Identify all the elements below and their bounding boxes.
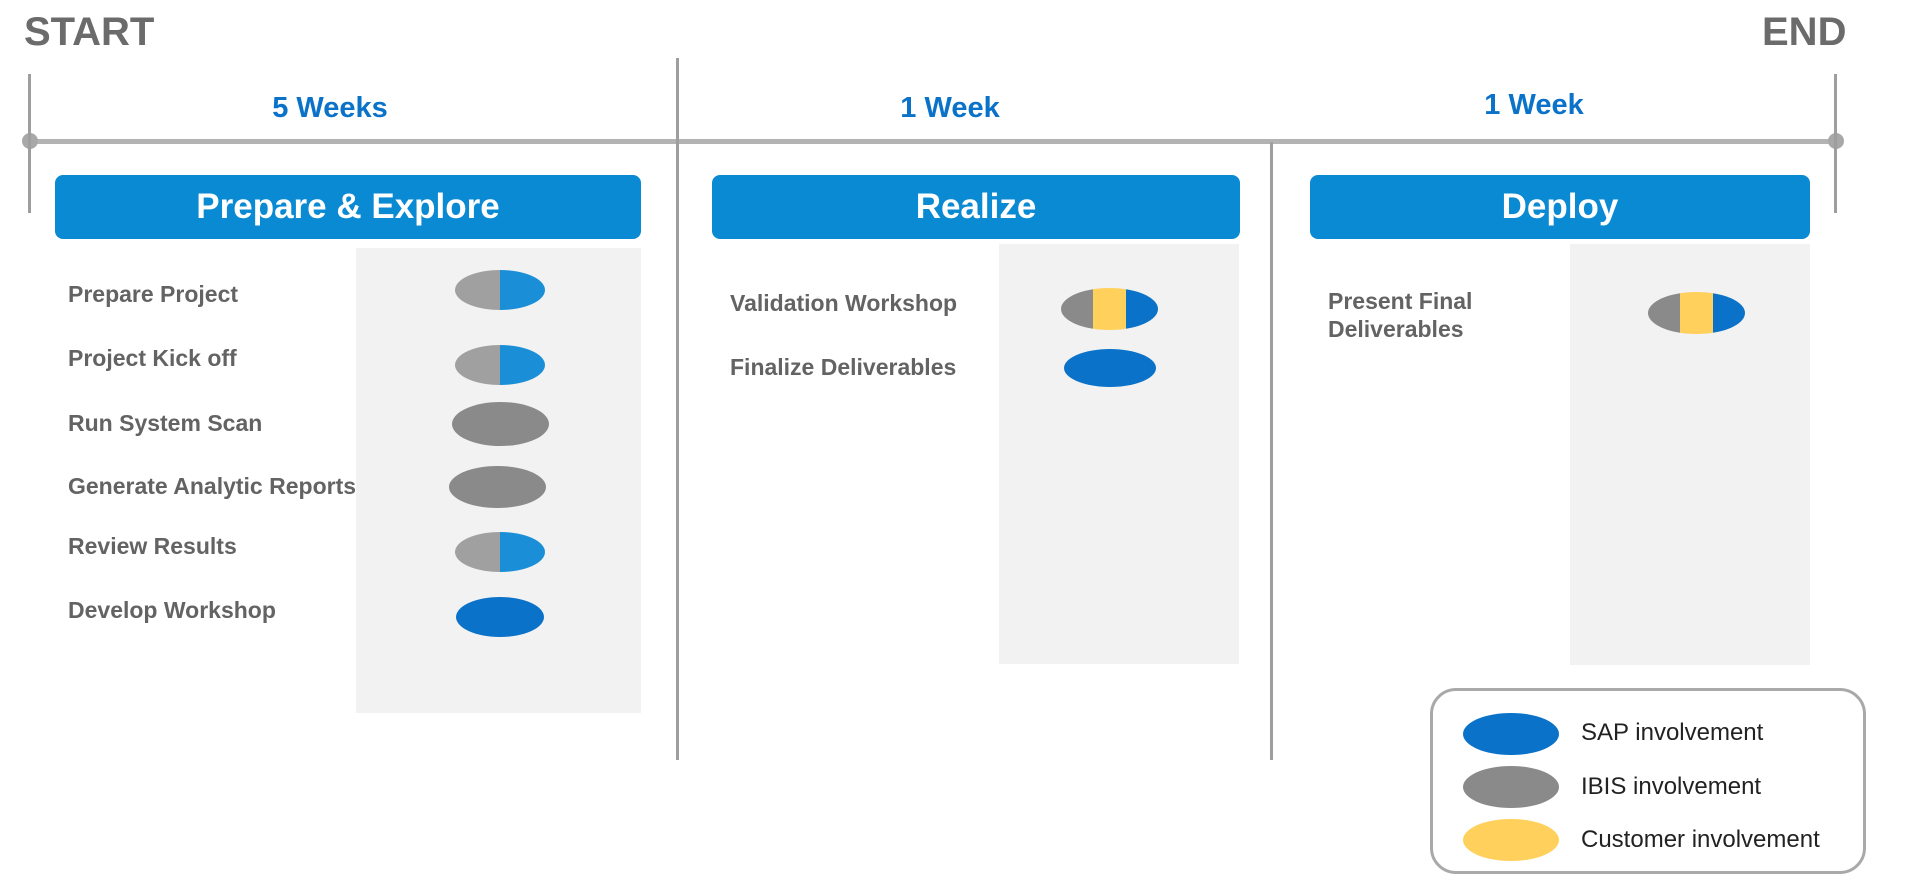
involvement-marker (455, 532, 545, 572)
involvement-marker (1061, 288, 1158, 330)
ibis-involvement-segment (449, 466, 546, 508)
task-validation-workshop: Validation Workshop (730, 290, 958, 316)
start-label: START (24, 10, 155, 54)
task-review-results: Review Results (68, 533, 237, 559)
involvement-marker (455, 270, 545, 310)
sap-involvement-segment (456, 597, 544, 637)
legend-customer-swatch (1463, 819, 1559, 861)
task-run-system-scan: Run System Scan (68, 410, 263, 436)
task-project-kick-off: Project Kick off (68, 345, 237, 371)
end-label: END (1762, 10, 1847, 54)
legend-sap-swatch (1463, 713, 1559, 755)
phase-1-header: Prepare & Explore (55, 175, 641, 239)
task-prepare-project: Prepare Project (68, 281, 239, 307)
task-finalize-deliverables: Finalize Deliverables (730, 354, 957, 380)
involvement-marker (1648, 292, 1745, 334)
legend-sap-label: SAP involvement (1581, 719, 1764, 746)
involvement-marker (1064, 349, 1156, 387)
phase-2-header: Realize (712, 175, 1240, 239)
ibis-involvement-segment (452, 402, 549, 446)
involvement-marker (456, 597, 544, 637)
involvement-marker (449, 466, 546, 508)
task-generate-analytic-reports: Generate Analytic Reports (68, 473, 357, 499)
customer-involvement-segment (1093, 288, 1126, 330)
task-develop-workshop: Develop Workshop (68, 597, 276, 623)
phase-divider-1 (676, 58, 679, 760)
phase-1-duration: 5 Weeks (272, 92, 388, 124)
phase-3-header: Deploy (1310, 175, 1810, 239)
start-tick (28, 74, 31, 213)
involvement-marker (452, 402, 549, 446)
legend-ibis-swatch (1463, 766, 1559, 808)
involvement-marker (455, 345, 545, 385)
phase-divider-2 (1270, 142, 1273, 760)
task-present-final-deliverables: Present Final Deliverables (1328, 288, 1473, 342)
customer-involvement-segment (1680, 292, 1713, 334)
phase-2-duration: 1 Week (900, 92, 1000, 124)
legend-ibis-label: IBIS involvement (1581, 773, 1762, 800)
timeline-axis (30, 139, 1838, 144)
sap-involvement-segment (1064, 349, 1156, 387)
legend-customer-label: Customer involvement (1581, 826, 1820, 853)
legend: SAP involvement IBIS involvement Custome… (1430, 688, 1866, 874)
phase-3-duration: 1 Week (1484, 89, 1584, 121)
end-tick (1834, 74, 1837, 213)
